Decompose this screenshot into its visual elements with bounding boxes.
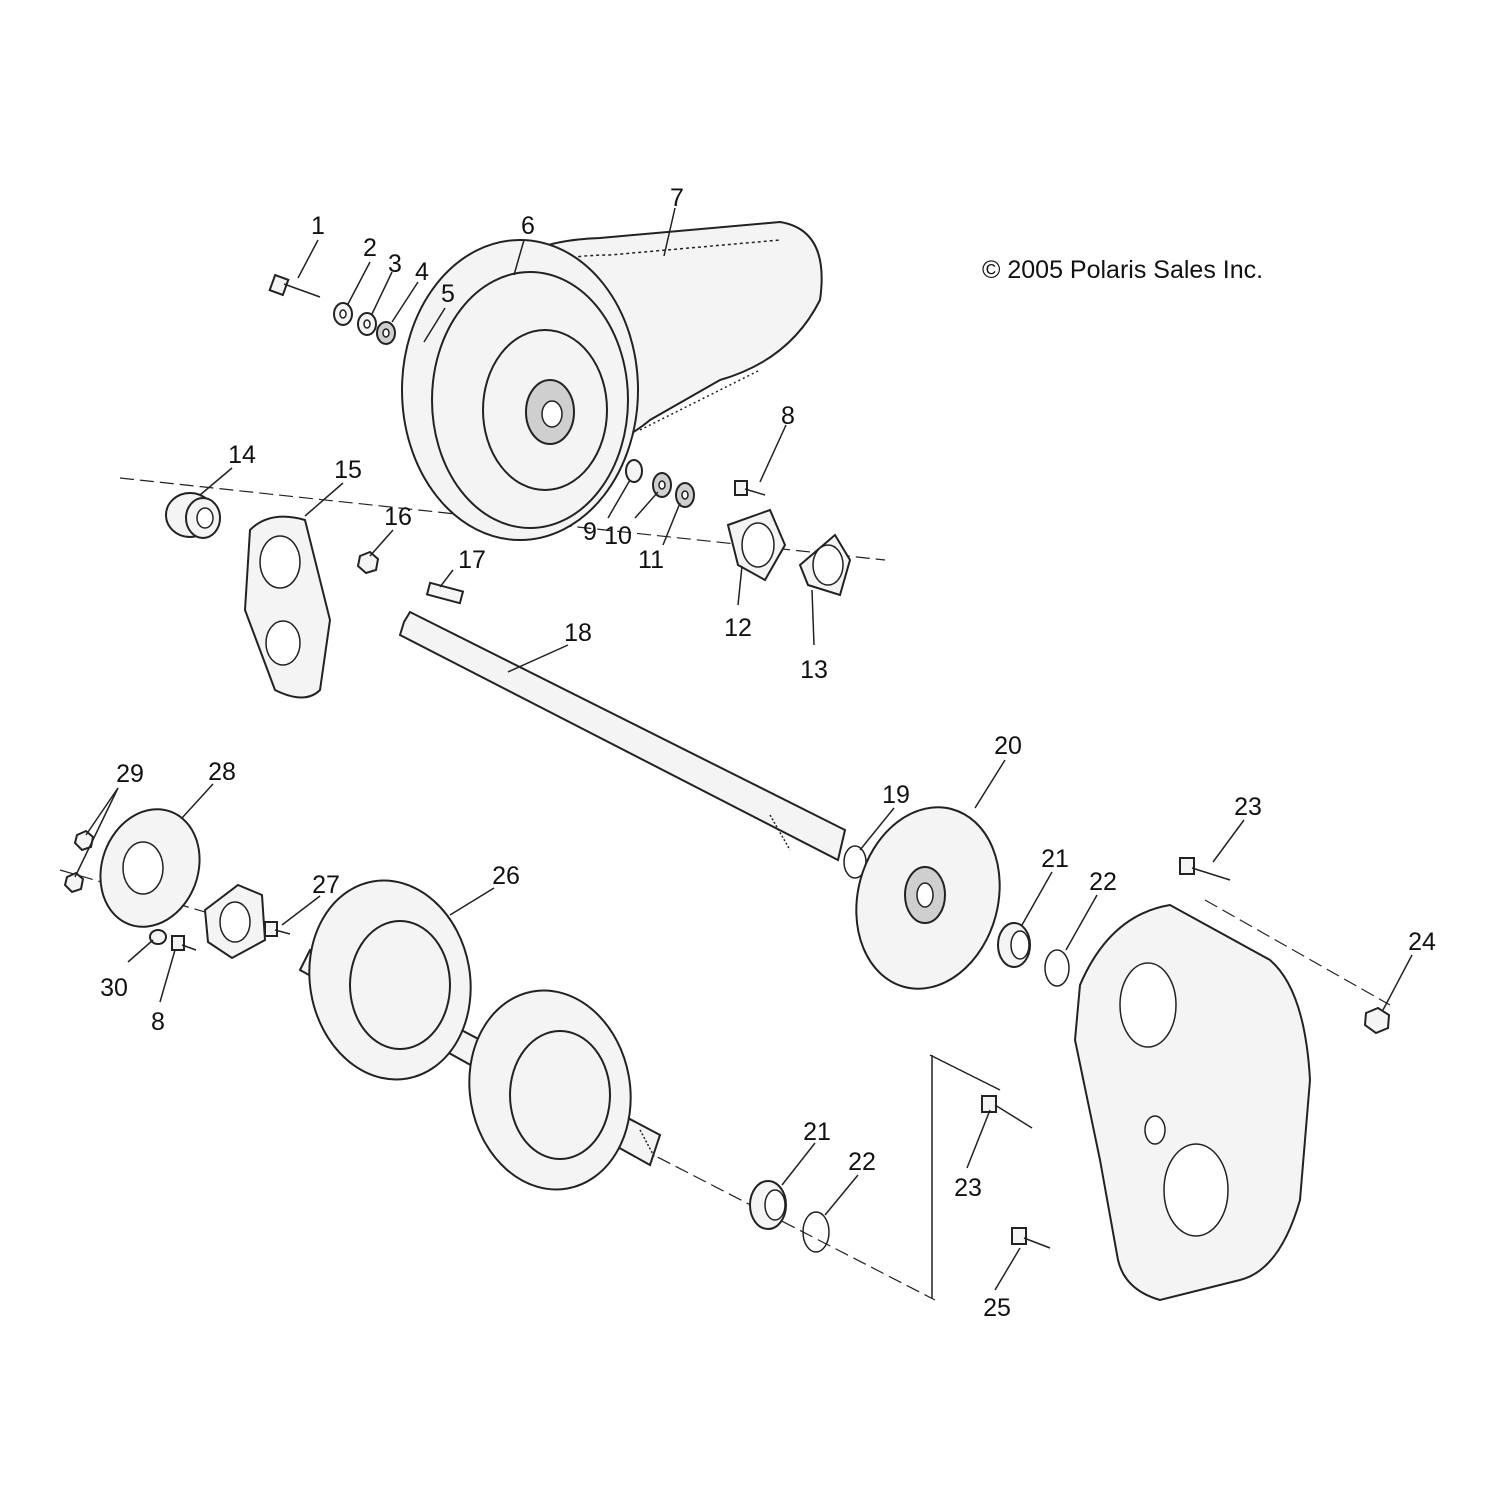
callout-label-23-lower: 23 <box>954 1174 982 1202</box>
callout-label-4: 4 <box>415 258 429 286</box>
bolt-part-27 <box>264 921 291 937</box>
callout-label-21-lower: 21 <box>803 1118 831 1146</box>
bearing-part-21-lower <box>749 1180 787 1230</box>
callout-label-17: 17 <box>458 546 486 574</box>
bolt-part-8-upper <box>734 480 766 496</box>
washer-part-2 <box>333 302 353 326</box>
callout-label-13: 13 <box>800 656 828 684</box>
callout-label-28: 28 <box>208 758 236 786</box>
callout-label-15: 15 <box>334 456 362 484</box>
callout-label-7: 7 <box>670 184 684 212</box>
washer-part-9 <box>625 459 643 483</box>
callout-label-23-upper: 23 <box>1234 793 1262 821</box>
callout-label-3: 3 <box>388 250 402 278</box>
callout-label-26: 26 <box>492 862 520 890</box>
callout-label-22-upper: 22 <box>1089 868 1117 896</box>
washer-part-30 <box>149 929 167 945</box>
callout-label-2: 2 <box>363 234 377 262</box>
callout-label-6: 6 <box>521 212 535 240</box>
shaft-part-18 <box>398 610 847 862</box>
bearing-plate-part-28 <box>99 808 201 928</box>
callout-label-9: 9 <box>583 518 597 546</box>
nut-part-29-b <box>63 871 85 894</box>
case-bolt-axis <box>1204 899 1391 1006</box>
nut-part-16 <box>356 550 380 575</box>
nut-part-24 <box>1363 1006 1391 1035</box>
bolt-part-23-upper <box>1179 857 1231 881</box>
callout-label-12: 12 <box>724 614 752 642</box>
bolt-part-8-lower <box>171 935 197 951</box>
callout-label-21-upper: 21 <box>1041 845 1069 873</box>
callout-label-24: 24 <box>1408 928 1436 956</box>
washer-part-3 <box>357 312 377 336</box>
bolt-part-1 <box>268 273 321 298</box>
callout-label-18: 18 <box>564 619 592 647</box>
oring-part-22-lower <box>802 1211 830 1253</box>
gasket-part-15 <box>243 515 332 699</box>
callout-label-22-lower: 22 <box>848 1148 876 1176</box>
callout-label-19: 19 <box>882 781 910 809</box>
flange-part-12 <box>726 508 787 582</box>
callout-label-20: 20 <box>994 732 1022 760</box>
callout-label-5: 5 <box>441 280 455 308</box>
callout-label-14: 14 <box>228 441 256 469</box>
key-part-17 <box>425 581 465 605</box>
lower-shaft-axis <box>639 1147 936 1301</box>
bolt-axis-23 <box>929 1054 1001 1091</box>
oring-part-22-upper <box>1044 949 1070 987</box>
bearing-part-21-upper <box>997 922 1031 968</box>
callout-label-25: 25 <box>983 1294 1011 1322</box>
chaincase-housing <box>1073 903 1312 1302</box>
callout-label-16: 16 <box>384 503 412 531</box>
washer-part-10 <box>652 472 672 498</box>
sprocket-part-6 <box>401 239 639 541</box>
callout-label-8-upper: 8 <box>781 402 795 430</box>
callout-leaders <box>74 207 1413 1291</box>
washer-part-4 <box>376 321 396 345</box>
callout-label-8-lower: 8 <box>151 1008 165 1036</box>
flange-part-13 <box>798 533 852 597</box>
callout-label-10: 10 <box>604 522 632 550</box>
bearing-part-14 <box>165 492 221 539</box>
callout-label-30: 30 <box>100 974 128 1002</box>
nut-part-29-a <box>73 829 95 852</box>
callout-label-1: 1 <box>311 212 325 240</box>
callout-label-27: 27 <box>312 871 340 899</box>
flange-part-27-area <box>203 883 267 960</box>
callout-label-29: 29 <box>116 760 144 788</box>
driveshaft-part-26 <box>298 879 662 1191</box>
brake-disc-part-20 <box>855 806 1001 990</box>
bolt-part-25 <box>1011 1227 1051 1249</box>
copyright-notice: © 2005 Polaris Sales Inc. <box>982 256 1263 284</box>
callout-label-11: 11 <box>638 546 664 574</box>
washer-part-11 <box>675 482 695 508</box>
